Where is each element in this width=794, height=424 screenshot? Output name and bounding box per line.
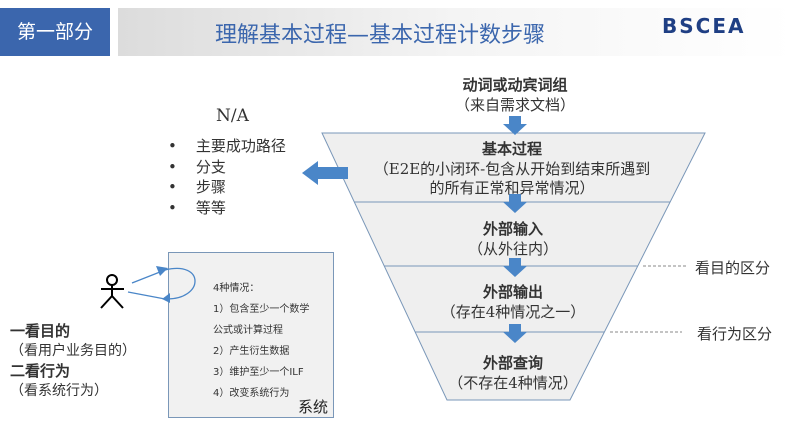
note-desc: （看用户业务目的）: [10, 343, 136, 359]
funnel-desc: 的所有正常和异常情况）: [429, 179, 595, 197]
list-item: • 步骤: [168, 178, 226, 196]
funnel-title: 外部输出: [482, 283, 544, 301]
funnel-title: 外部输入: [482, 220, 544, 238]
source-title: 动词或动宾词组: [462, 76, 568, 94]
arrowhead-icon: [162, 293, 170, 303]
notes: 一看目的 （看用户业务目的） 二看行为 （看系统行为）: [10, 321, 136, 401]
funnel-desc: （E2E的小闭环-包含从开始到结束所遇到: [373, 160, 651, 178]
loop-arrow: [127, 267, 196, 300]
title-bar: [118, 8, 794, 56]
side-label: 看行为区分: [697, 325, 773, 343]
box-line: 公式或计算过程: [213, 325, 283, 336]
arrowhead-icon: [156, 266, 168, 276]
logo: BSCEA: [662, 14, 746, 38]
funnel-desc: （存在4种情况之一）: [440, 303, 586, 321]
side-label: 看目的区分: [695, 259, 771, 277]
funnel-desc: （不存在4种情况）: [448, 374, 578, 392]
na-list: • 主要成功路径 • 分支 • 步骤 • 等等: [168, 136, 286, 218]
down-arrow-icon: [503, 324, 527, 343]
down-arrow-icon: [503, 116, 527, 135]
note-desc: （看系统行为）: [10, 383, 108, 399]
funnel-title: 外部查询: [482, 354, 544, 372]
box-line: 1）包含至少一个数学: [213, 304, 310, 315]
down-arrow-icon: [503, 194, 527, 213]
box-line: 3）维护至少一个ILF: [213, 367, 304, 378]
na-title: N/A: [216, 106, 249, 126]
system-box-text: 4种情况： 1）包含至少一个数学 公式或计算过程 2）产生衍生数据 3）维护至少…: [213, 278, 309, 404]
list-item: • 主要成功路径: [168, 137, 286, 155]
box-line: 2）产生衍生数据: [213, 346, 290, 357]
list-item: • 等等: [168, 198, 226, 217]
actor-icon: [100, 274, 124, 309]
list-item: • 分支: [168, 157, 226, 176]
page-title: 理解基本过程—基本过程计数步骤: [215, 23, 546, 48]
box-heading: 4种情况：: [213, 283, 260, 294]
section-label: 第一部分: [0, 8, 110, 56]
left-arrow-icon: [302, 161, 348, 185]
down-arrow-icon: [503, 258, 527, 277]
note-title: 二看行为: [10, 362, 71, 380]
system-label: 系统: [298, 398, 329, 416]
source-subtitle: （来自需求文档）: [454, 96, 576, 114]
note-title: 一看目的: [10, 322, 71, 340]
funnel-desc: （从外往内）: [467, 240, 559, 258]
funnel-title: 基本过程: [481, 140, 543, 158]
system-box: [168, 252, 334, 418]
box-line: 4）改变系统行为: [213, 388, 290, 399]
